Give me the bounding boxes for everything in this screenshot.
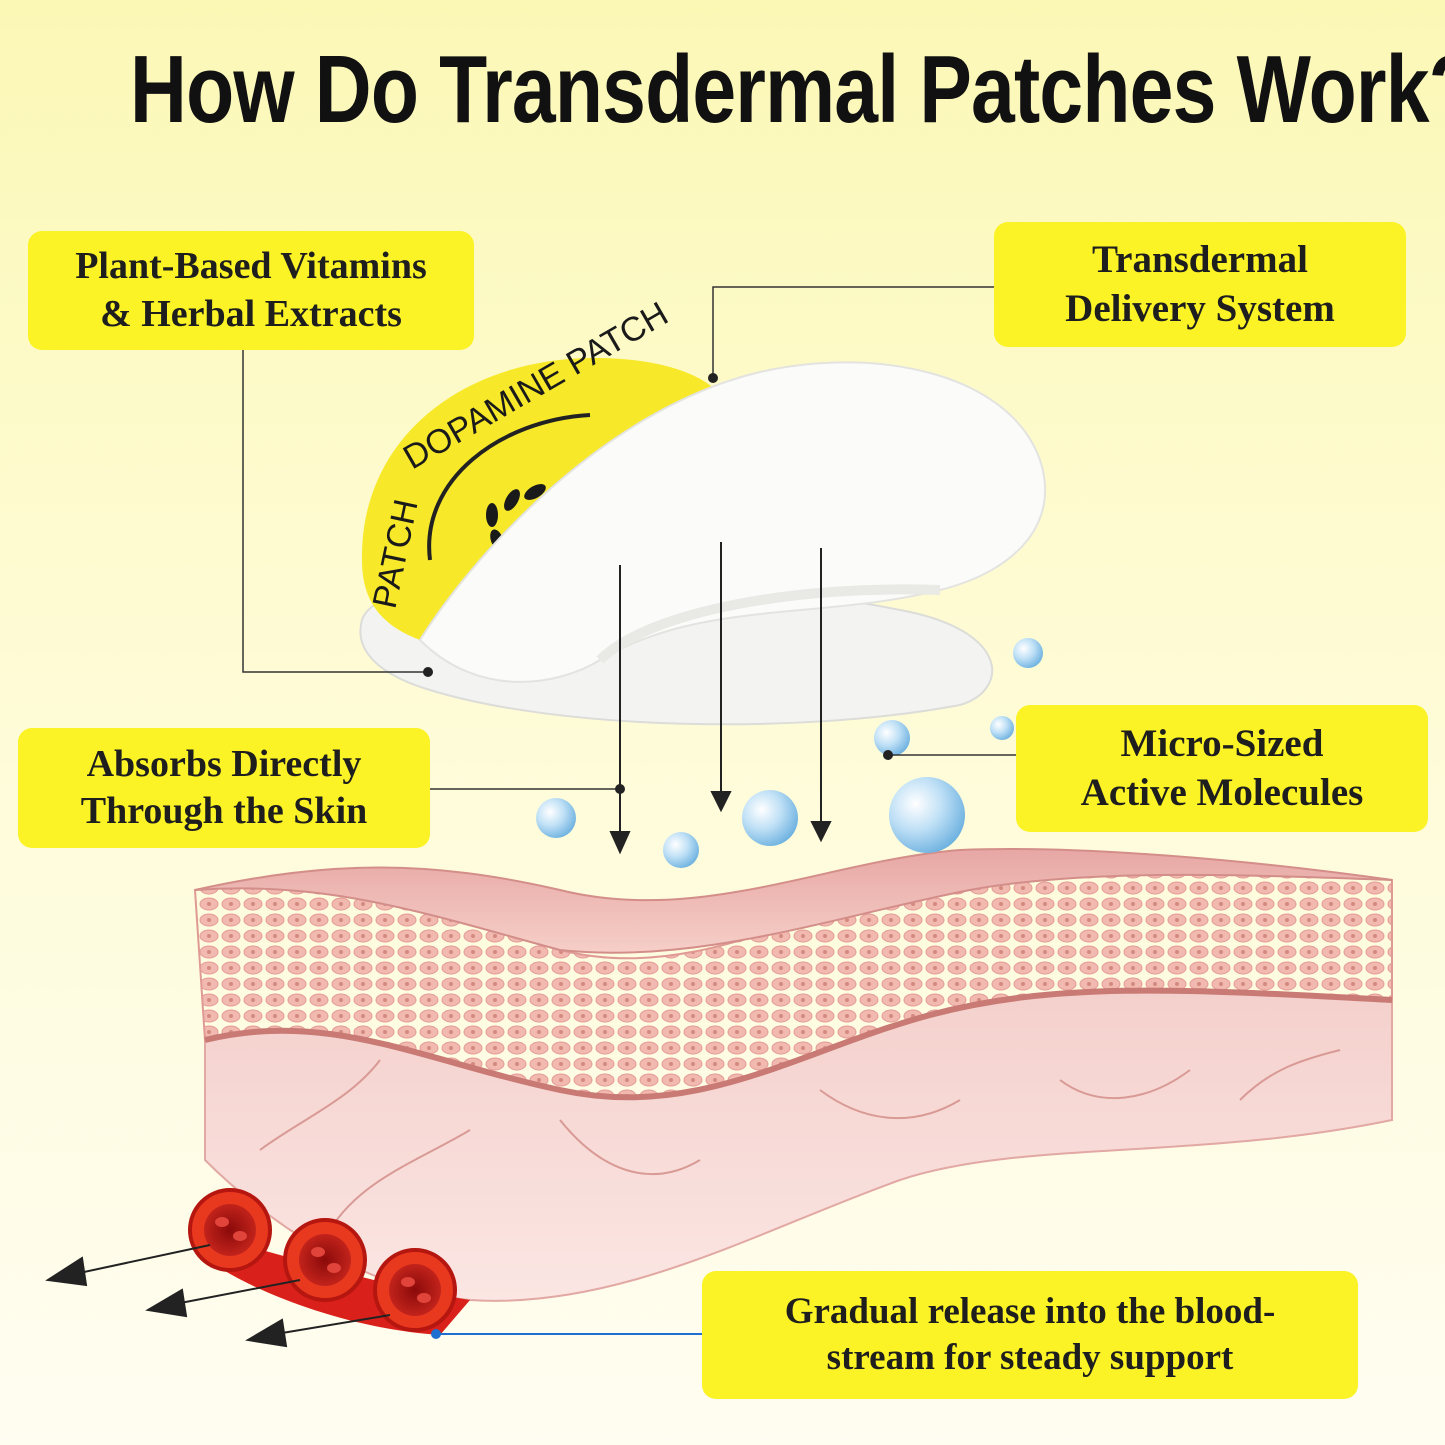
vessel-3 bbox=[373, 1248, 457, 1332]
molecule-bubbles bbox=[536, 638, 1043, 868]
flow-arrows bbox=[45, 1244, 391, 1348]
bubble bbox=[663, 832, 699, 868]
leader-transdermal bbox=[712, 286, 1007, 378]
leader-plant bbox=[242, 350, 428, 673]
blood-vessels bbox=[45, 1188, 470, 1348]
bubble bbox=[889, 777, 965, 853]
bubble bbox=[1013, 638, 1043, 668]
label-transdermal-line2: Delivery System bbox=[1065, 286, 1335, 330]
bubble bbox=[874, 720, 910, 756]
bubble bbox=[990, 716, 1014, 740]
leader-lines bbox=[242, 286, 1016, 790]
vessel-1 bbox=[188, 1188, 272, 1272]
label-plant-line1: Plant-Based Vitamins bbox=[75, 245, 427, 287]
label-absorb-line2: Through the Skin bbox=[80, 790, 368, 832]
label-release-line1: Gradual release into the blood- bbox=[784, 1290, 1276, 1332]
label-transdermal: Transdermal Delivery System bbox=[994, 222, 1406, 347]
label-plant-based: Plant-Based Vitamins & Herbal Extracts bbox=[28, 231, 474, 350]
page-title: How Do Transdermal Patches Work? bbox=[130, 36, 1445, 143]
leader-dots bbox=[423, 373, 893, 794]
label-gradual-release: Gradual release into the blood- stream f… bbox=[702, 1271, 1358, 1399]
leader-release-dot bbox=[431, 1329, 441, 1339]
label-release-line2: stream for steady support bbox=[826, 1337, 1234, 1378]
label-plant-line2: & Herbal Extracts bbox=[100, 292, 402, 335]
skin-cross-section bbox=[193, 848, 1393, 1302]
bubble bbox=[536, 798, 576, 838]
patch-illustration: PATCH DOPAMINE PATCH bbox=[359, 295, 1046, 726]
bubble bbox=[742, 790, 798, 846]
label-absorb-line1: Absorbs Directly bbox=[86, 742, 362, 785]
label-micro-molecules: Micro-Sized Active Molecules bbox=[1016, 705, 1428, 832]
patch-upper-layer bbox=[418, 361, 1046, 683]
label-transdermal-line1: Transdermal bbox=[1092, 237, 1308, 281]
skin-surface bbox=[194, 848, 1393, 954]
label-micro-line2: Active Molecules bbox=[1080, 770, 1364, 814]
label-absorbs: Absorbs Directly Through the Skin bbox=[18, 728, 430, 848]
vessel-2 bbox=[283, 1218, 367, 1302]
absorption-arrows bbox=[609, 542, 832, 855]
label-micro-line1: Micro-Sized bbox=[1120, 721, 1324, 765]
